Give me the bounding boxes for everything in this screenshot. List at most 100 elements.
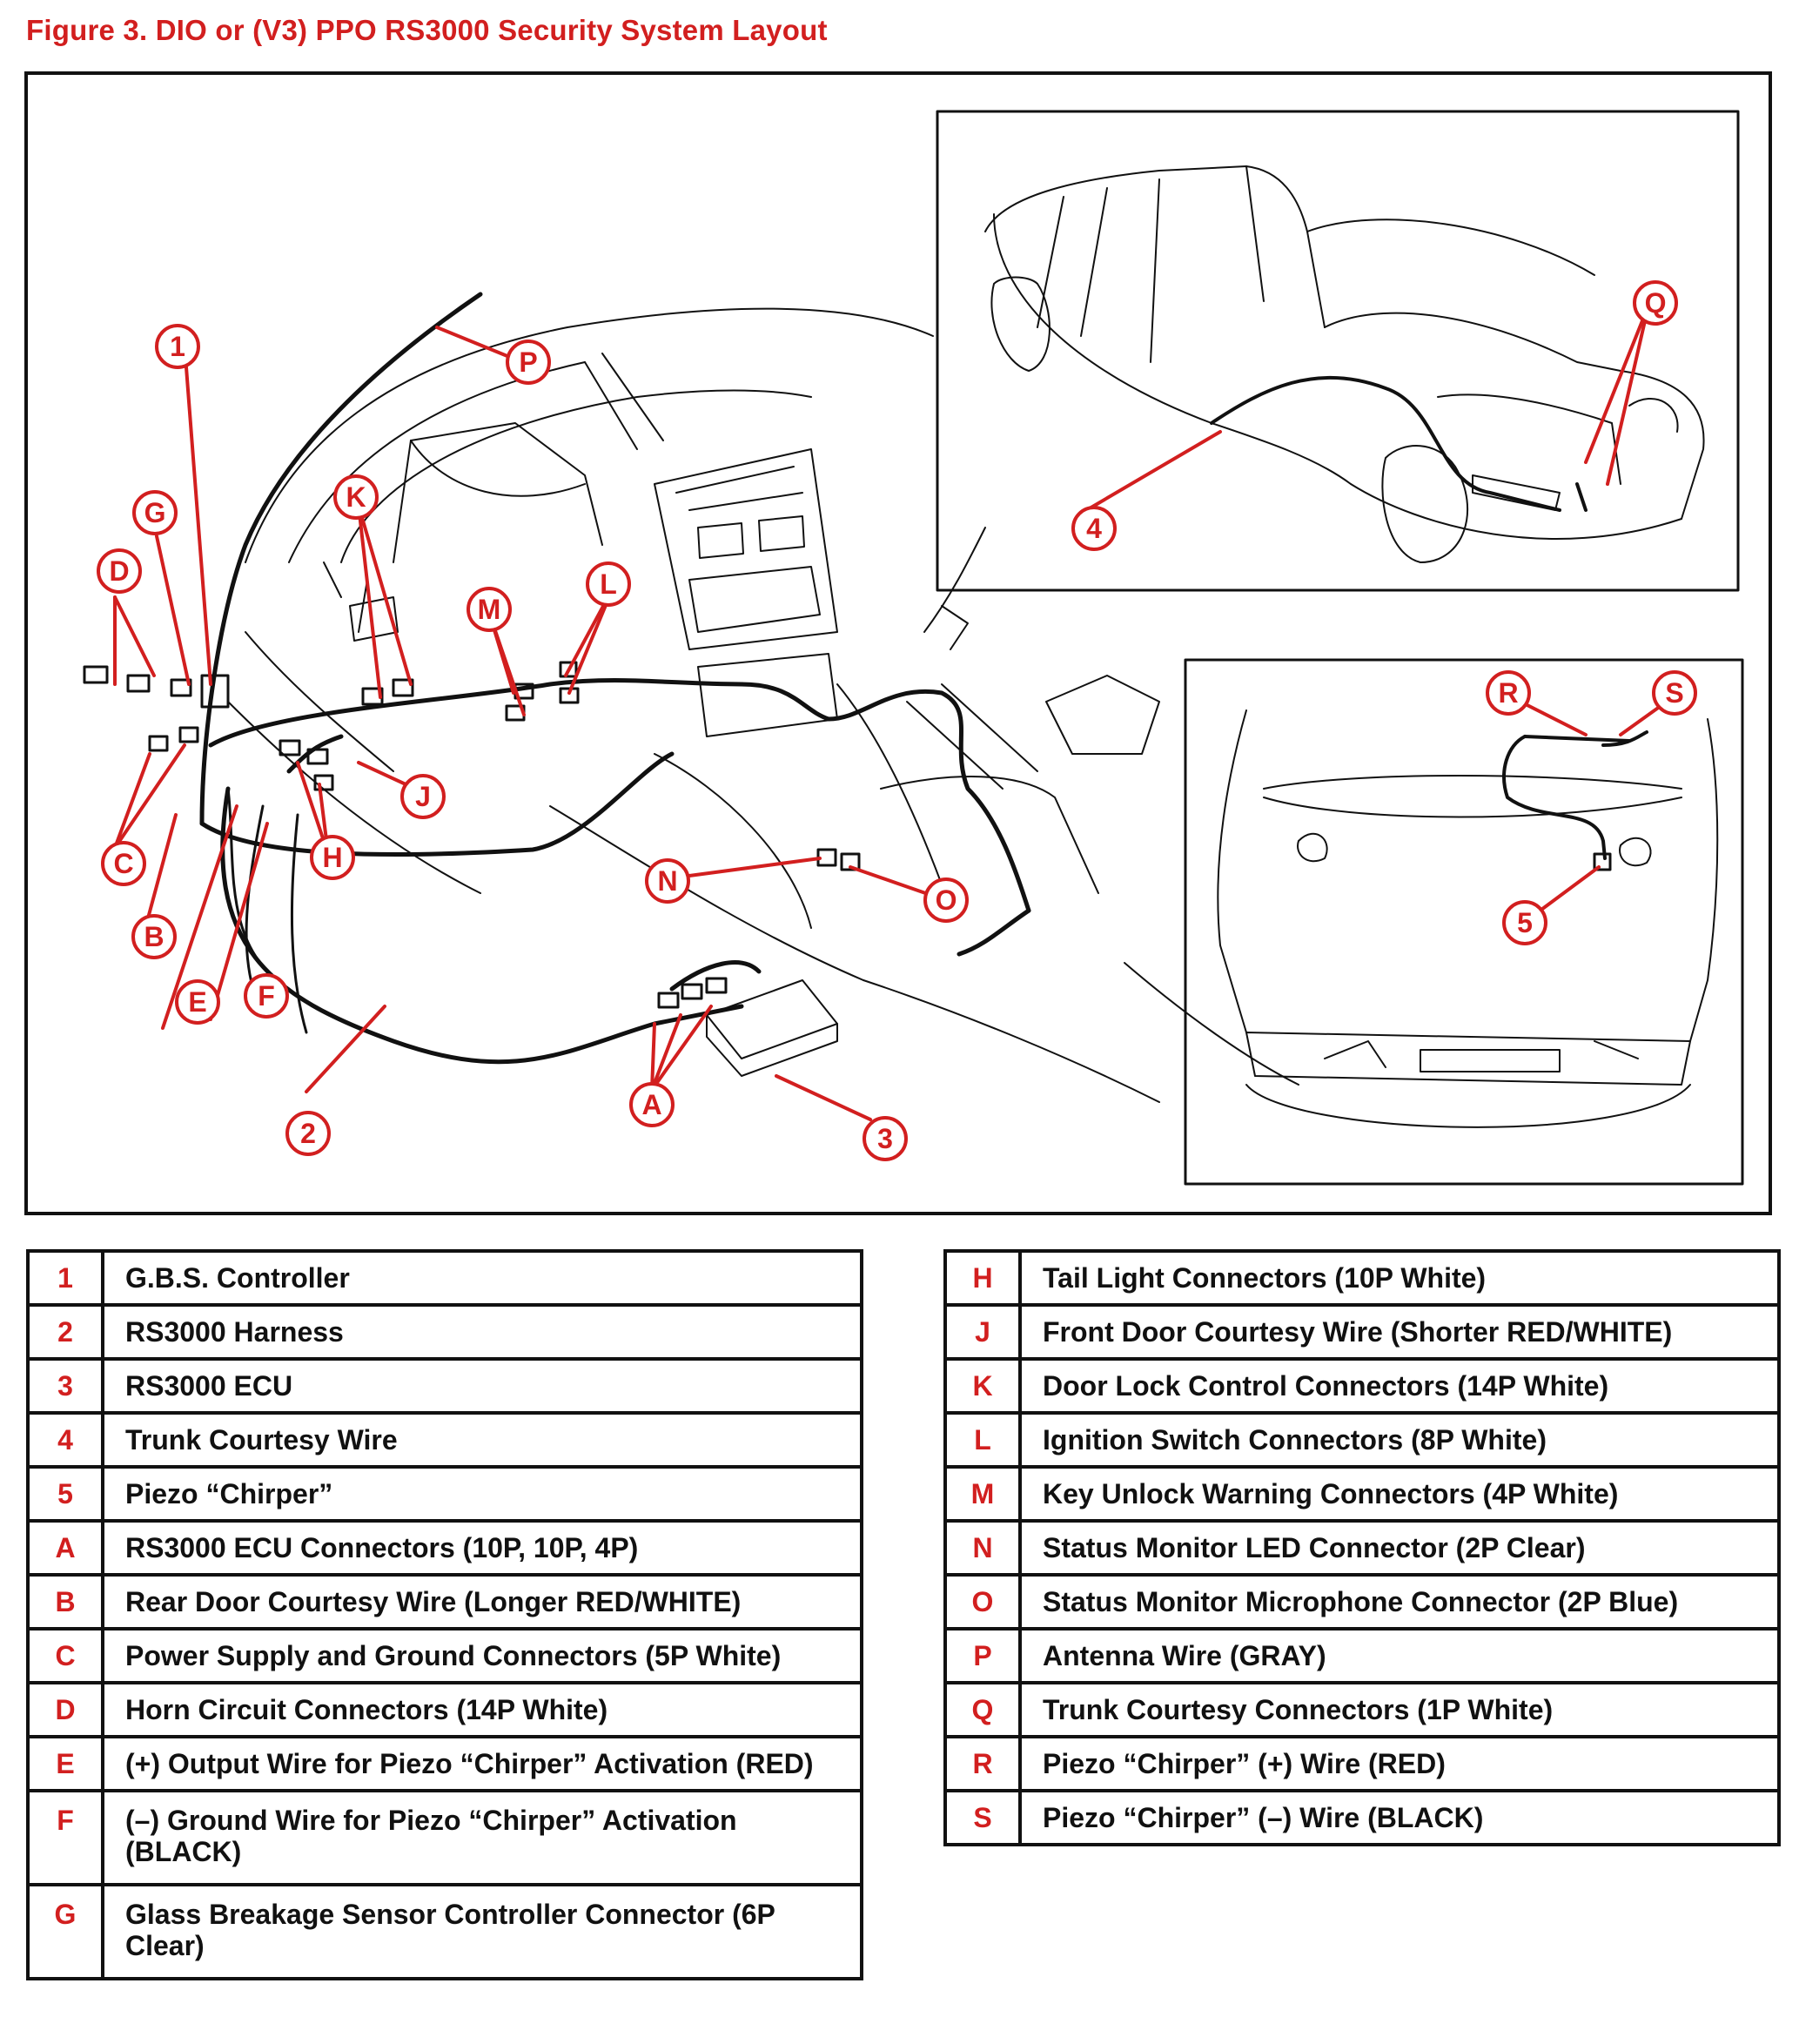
legend-label: RS3000 ECU Connectors (10P, 10P, 4P)	[101, 1519, 863, 1577]
svg-text:2: 2	[300, 1118, 316, 1149]
callout-D: D	[97, 548, 142, 594]
callout-5: 5	[1502, 900, 1547, 945]
legend-row: F(–) Ground Wire for Piezo “Chirper” Act…	[26, 1789, 863, 1886]
legend-key: M	[943, 1465, 1022, 1523]
svg-text:3: 3	[877, 1123, 893, 1154]
callout-O: O	[923, 877, 969, 923]
legend-label: Front Door Courtesy Wire (Shorter RED/WH…	[1018, 1303, 1781, 1361]
chirper-wire-hood	[1502, 730, 1648, 860]
legend-label: Horn Circuit Connectors (14P White)	[101, 1681, 863, 1738]
legend-key: 2	[26, 1303, 104, 1361]
harness-wires	[199, 292, 1031, 1065]
legend-key: R	[943, 1735, 1022, 1792]
figure-title: Figure 3. DIO or (V3) PPO RS3000 Securit…	[26, 14, 828, 46]
callout-S: S	[1652, 670, 1697, 716]
legend-key: C	[26, 1627, 104, 1684]
svg-text:G: G	[144, 497, 166, 528]
callout-3: 3	[863, 1116, 908, 1161]
svg-text:S: S	[1665, 677, 1683, 709]
legend-label: Trunk Courtesy Connectors (1P White)	[1018, 1681, 1781, 1738]
legend-key: P	[943, 1627, 1022, 1684]
svg-text:Q: Q	[1645, 287, 1667, 319]
inset-sedan	[936, 110, 1740, 592]
callout-A: A	[629, 1082, 675, 1127]
legend-key: G	[26, 1883, 104, 1980]
callout-H: H	[310, 835, 355, 880]
svg-text:1: 1	[170, 331, 185, 362]
callout-F: F	[244, 973, 289, 1019]
callout-E: E	[175, 979, 220, 1025]
legend-key: A	[26, 1519, 104, 1577]
svg-text:J: J	[415, 781, 431, 812]
legend-key: D	[26, 1681, 104, 1738]
svg-text:D: D	[109, 555, 129, 587]
svg-text:L: L	[600, 568, 617, 600]
callout-B: B	[131, 914, 177, 959]
callout-L: L	[586, 561, 631, 607]
svg-text:P: P	[519, 346, 537, 378]
legend-label: Antenna Wire (GRAY)	[1018, 1627, 1781, 1684]
legend-key: 1	[26, 1249, 104, 1307]
callout-M: M	[467, 587, 512, 632]
leader-lines	[113, 304, 1675, 1121]
inset-hood	[1184, 658, 1744, 1186]
legend-label: Rear Door Courtesy Wire (Longer RED/WHIT…	[101, 1573, 863, 1630]
legend-key: L	[943, 1411, 1022, 1469]
callout-C: C	[101, 841, 146, 886]
legend-label: Power Supply and Ground Connectors (5P W…	[101, 1627, 863, 1684]
legend-key: N	[943, 1519, 1022, 1577]
svg-text:O: O	[936, 884, 957, 916]
legend-label: Trunk Courtesy Wire	[101, 1411, 863, 1469]
legend-key: J	[943, 1303, 1022, 1361]
callout-1: 1	[155, 324, 200, 369]
legend-label: Tail Light Connectors (10P White)	[1018, 1249, 1781, 1307]
legend-label: (–) Ground Wire for Piezo “Chirper” Acti…	[101, 1789, 863, 1886]
svg-text:H: H	[322, 842, 342, 873]
trunk-wire	[1210, 375, 1588, 512]
diagram-svg: 1 2 3 4 5 A B C D E F G H J K L M N O P …	[83, 110, 1744, 1186]
svg-text:N: N	[657, 865, 677, 897]
svg-text:K: K	[346, 481, 366, 513]
callout-badges: 1 2 3 4 5 A B C D E F G H J K L M N O P …	[97, 280, 1697, 1161]
svg-text:M: M	[478, 594, 501, 625]
callout-2: 2	[285, 1111, 331, 1156]
legend-label: Status Monitor LED Connector (2P Clear)	[1018, 1519, 1781, 1577]
legend-key: 3	[26, 1357, 104, 1415]
callout-J: J	[400, 774, 446, 819]
svg-text:5: 5	[1517, 907, 1533, 938]
connector-blocks	[83, 661, 861, 1009]
legend-key: K	[943, 1357, 1022, 1415]
legend-label: RS3000 Harness	[101, 1303, 863, 1361]
legend-key: E	[26, 1735, 104, 1792]
callout-4: 4	[1071, 506, 1117, 551]
svg-text:B: B	[144, 921, 164, 952]
callout-K: K	[333, 474, 379, 520]
legend-key: Q	[943, 1681, 1022, 1738]
legend-label: Door Lock Control Connectors (14P White)	[1018, 1357, 1781, 1415]
svg-text:E: E	[188, 986, 206, 1018]
legend-row: E(+) Output Wire for Piezo “Chirper” Act…	[26, 1735, 863, 1792]
legend-label: Key Unlock Warning Connectors (4P White)	[1018, 1465, 1781, 1523]
legend-label: RS3000 ECU	[101, 1357, 863, 1415]
legend-label: Ignition Switch Connectors (8P White)	[1018, 1411, 1781, 1469]
legend-key: 4	[26, 1411, 104, 1469]
legend-label: (+) Output Wire for Piezo “Chirper” Acti…	[101, 1735, 863, 1792]
legend-key: H	[943, 1249, 1022, 1307]
legend-label: Glass Breakage Sensor Controller Connect…	[101, 1883, 863, 1980]
